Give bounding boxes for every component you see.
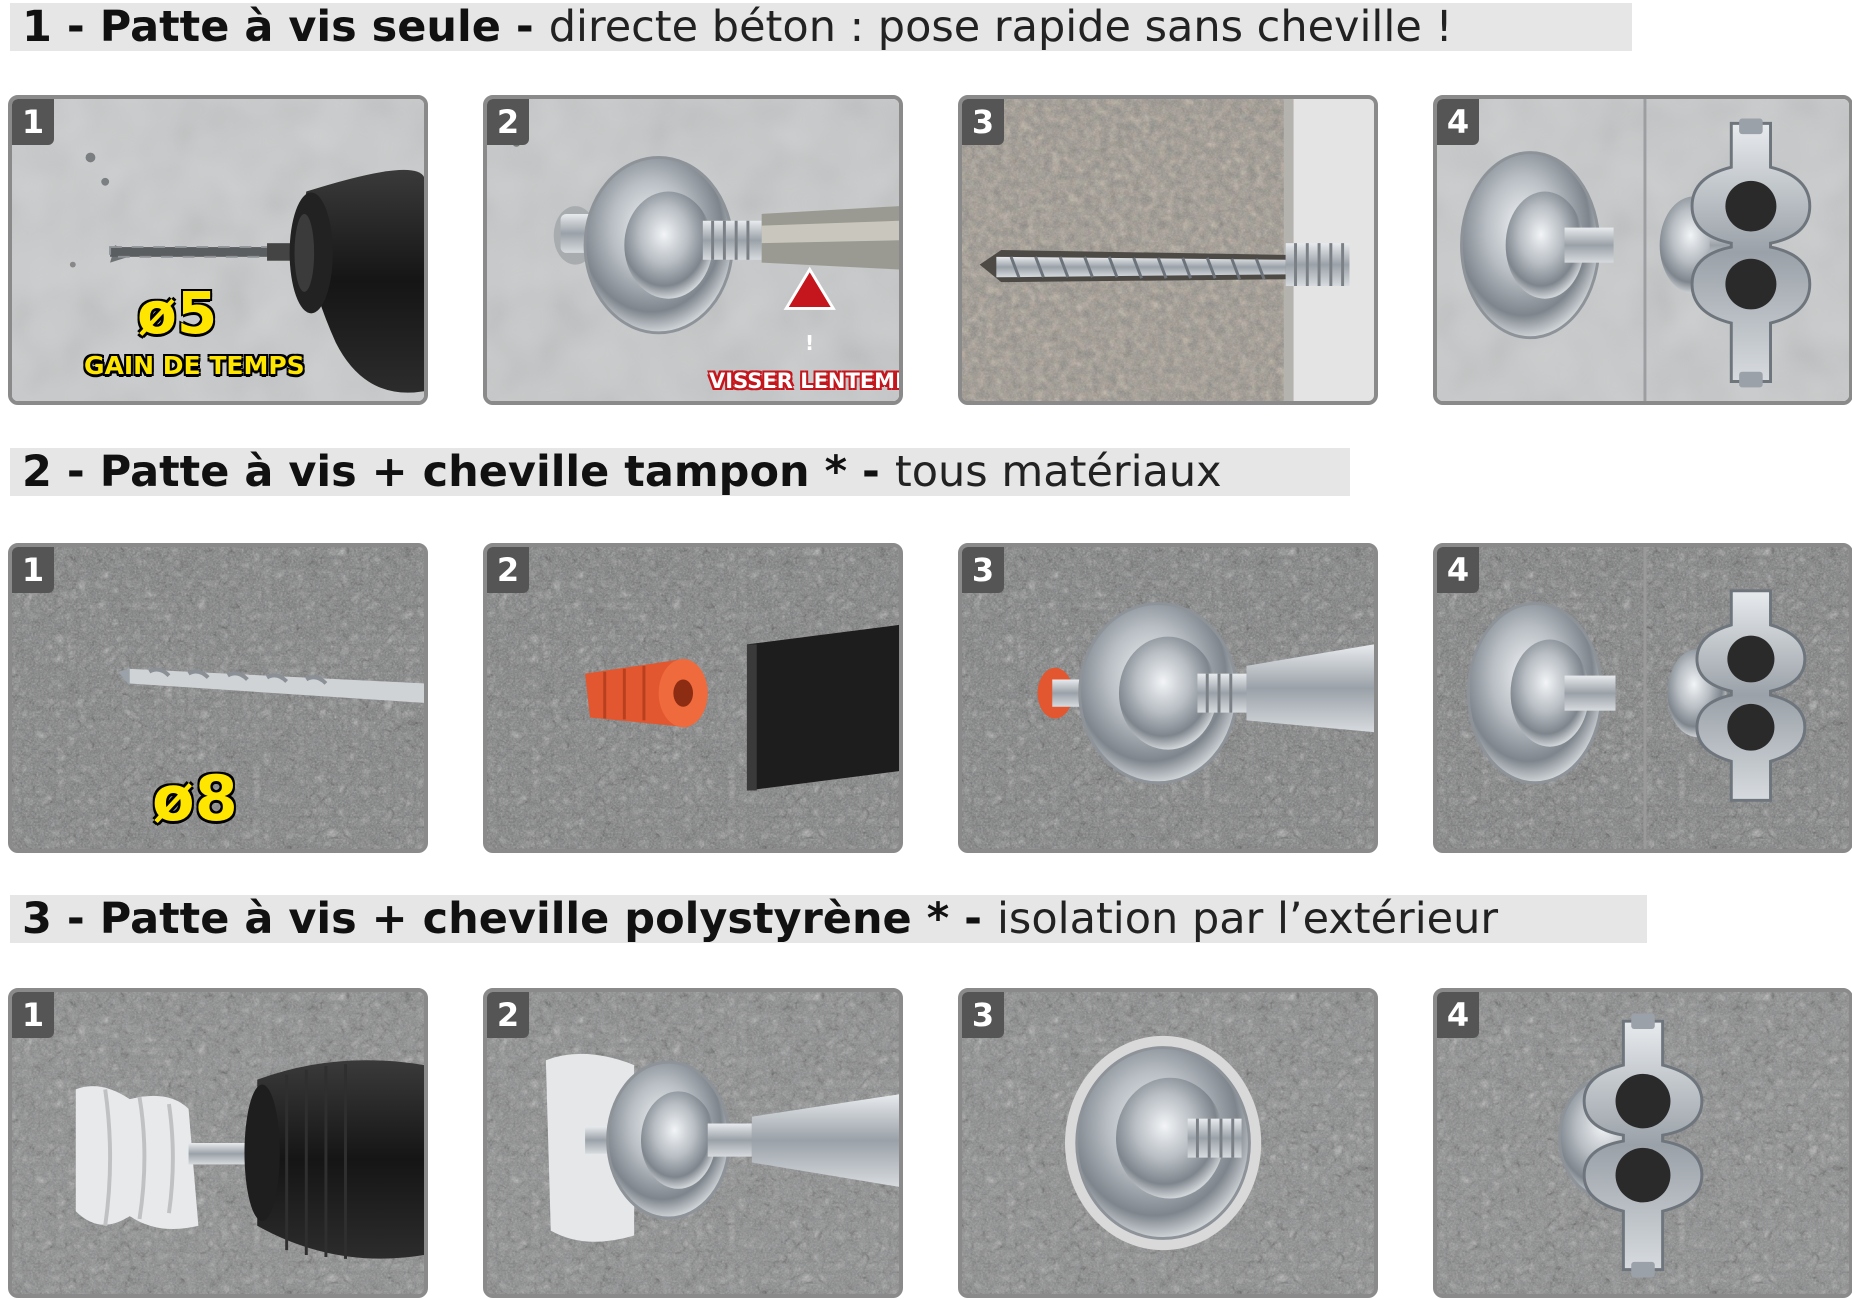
screw-cross-section-photo <box>962 99 1374 401</box>
step-panel-3-1: 1 <box>8 988 428 1298</box>
step-panel-1-1: 1 ø5 GAIN DE TEMPS <box>8 95 428 405</box>
step-panel-2-3: 3 <box>958 543 1378 853</box>
step-panel-1-3: 3 <box>958 95 1378 405</box>
step-badge: 3 <box>962 992 1004 1038</box>
concrete-drilling-photo <box>12 99 424 401</box>
section-number: 1 <box>22 1 52 52</box>
section-dash: - <box>51 446 100 497</box>
section-dash: - <box>51 1 100 52</box>
screw-mount-block-photo <box>962 547 1374 849</box>
section-number: 2 <box>22 446 52 497</box>
step-panel-3-3: 3 <box>958 988 1378 1298</box>
step-badge: 2 <box>487 547 529 593</box>
screw-mount-concrete-photo <box>487 99 899 401</box>
drill-bit-block-photo <box>12 547 424 849</box>
step-panel-2-1: 1 ø8 <box>8 543 428 853</box>
polystyrene-plug-drill-photo <box>12 992 424 1294</box>
time-saving-label: GAIN DE TEMPS <box>84 351 305 380</box>
step-badge: 1 <box>12 547 54 593</box>
wall-plug-insertion-photo <box>487 547 899 849</box>
step-panel-3-2: 2 <box>483 988 903 1298</box>
drill-diameter-label: ø5 <box>137 279 218 347</box>
section-title-bold: Patte à vis + cheville tampon * <box>99 446 848 497</box>
section-title-bold: Patte à vis seule <box>99 1 501 52</box>
step-badge: 4 <box>1437 547 1479 593</box>
step-panel-1-2: 2 ! VISSER LENTEMENT <box>483 95 903 405</box>
step-badge: 3 <box>962 547 1004 593</box>
section-title-bold: Patte à vis + cheville polystyrène * <box>99 893 950 944</box>
section-dash: - <box>500 1 549 52</box>
pipe-clamp-concrete-photo <box>1437 99 1849 401</box>
section-number: 3 <box>22 893 52 944</box>
step-panel-1-4: 4 <box>1433 95 1852 405</box>
section-1-header: 1 - Patte à vis seule - directe béton : … <box>10 3 1632 51</box>
screw-slowly-warning-label: VISSER LENTEMENT <box>709 369 899 393</box>
section-dash: - <box>51 893 100 944</box>
section-dash: - <box>949 893 997 944</box>
section-2-header: 2 - Patte à vis + cheville tampon * - to… <box>10 448 1350 496</box>
step-badge: 4 <box>1437 99 1479 145</box>
step-badge: 4 <box>1437 992 1479 1038</box>
warning-icon: ! <box>805 331 815 355</box>
polystyrene-mount-installed-photo <box>962 992 1374 1294</box>
step-badge: 2 <box>487 992 529 1038</box>
step-badge: 1 <box>12 992 54 1038</box>
polystyrene-screw-mount-photo <box>487 992 899 1294</box>
step-badge: 1 <box>12 99 54 145</box>
pipe-clamp-block-photo <box>1437 547 1849 849</box>
section-dash: - <box>847 446 895 497</box>
drill-diameter-label: ø8 <box>152 762 238 835</box>
section-3-header: 3 - Patte à vis + cheville polystyrène *… <box>10 895 1647 943</box>
step-panel-2-2: 2 <box>483 543 903 853</box>
section-title-light: tous matériaux <box>894 446 1222 497</box>
section-title-light: isolation par l’extérieur <box>996 893 1499 944</box>
step-badge: 2 <box>487 99 529 145</box>
section-title-light: directe béton : pose rapide sans chevill… <box>548 1 1453 52</box>
step-panel-3-4: 4 <box>1433 988 1852 1298</box>
step-panel-2-4: 4 <box>1433 543 1852 853</box>
polystyrene-pipe-clamp-photo <box>1437 992 1849 1294</box>
step-badge: 3 <box>962 99 1004 145</box>
